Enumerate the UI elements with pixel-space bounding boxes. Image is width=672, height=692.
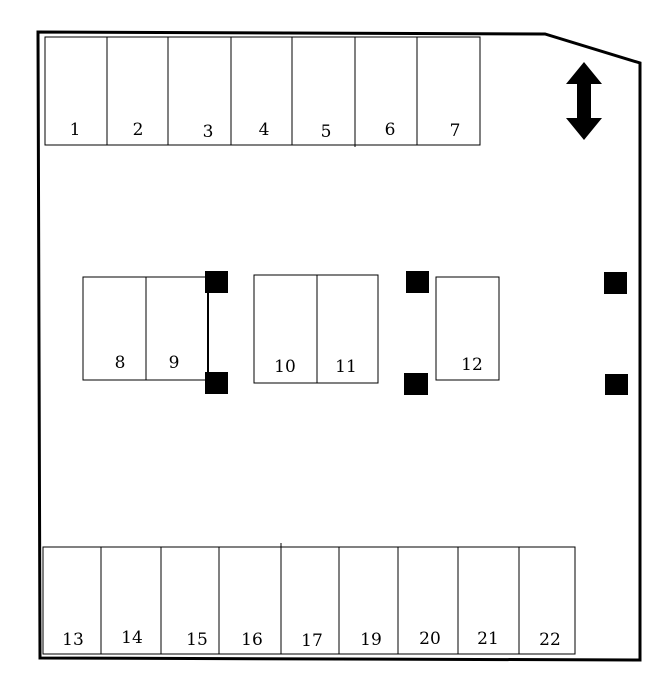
stall-label: 1 [70, 120, 81, 140]
stall-label: 2 [133, 120, 144, 140]
stall-label: 5 [321, 122, 332, 142]
stall-label: 13 [62, 630, 84, 650]
stall-label: 10 [274, 357, 296, 377]
top-row-outline [44, 36, 481, 146]
pillars [205, 271, 628, 395]
stall-label: 8 [115, 353, 126, 373]
double-arrow-icon [566, 62, 602, 140]
lot-boundary [36, 30, 642, 662]
pillar-icon [605, 374, 628, 395]
pillar-icon [406, 271, 429, 293]
middle-group-c: 12 [435, 276, 500, 381]
stall-label: 7 [450, 121, 461, 141]
stall-label: 22 [539, 630, 561, 650]
top-row: 1 2 3 4 5 6 7 [44, 36, 481, 147]
stall-label: 4 [259, 120, 270, 140]
pillar-icon [604, 272, 627, 294]
bottom-row-outline [42, 546, 576, 655]
pillar-icon [205, 372, 228, 394]
stall-label: 16 [241, 630, 263, 650]
stall-label: 3 [203, 122, 214, 142]
stall-label: 9 [169, 353, 180, 373]
stall-label: 6 [385, 120, 396, 140]
stall-11-box [316, 274, 379, 384]
middle-group-a: 8 9 [82, 276, 209, 381]
stall-label: 11 [335, 357, 357, 377]
stall-label: 14 [121, 628, 143, 648]
stall-label: 19 [360, 630, 382, 650]
stall-label: 17 [301, 631, 323, 651]
stall-label: 21 [477, 629, 499, 649]
bottom-row: 13 14 15 16 17 19 20 21 22 [42, 543, 576, 655]
pillar-icon [205, 271, 228, 293]
stall-12-box [435, 276, 500, 381]
stall-label: 20 [419, 629, 441, 649]
middle-group-b: 10 11 [253, 274, 379, 384]
stall-label: 12 [461, 355, 483, 375]
stall-label: 15 [186, 630, 208, 650]
pillar-icon [404, 373, 428, 395]
